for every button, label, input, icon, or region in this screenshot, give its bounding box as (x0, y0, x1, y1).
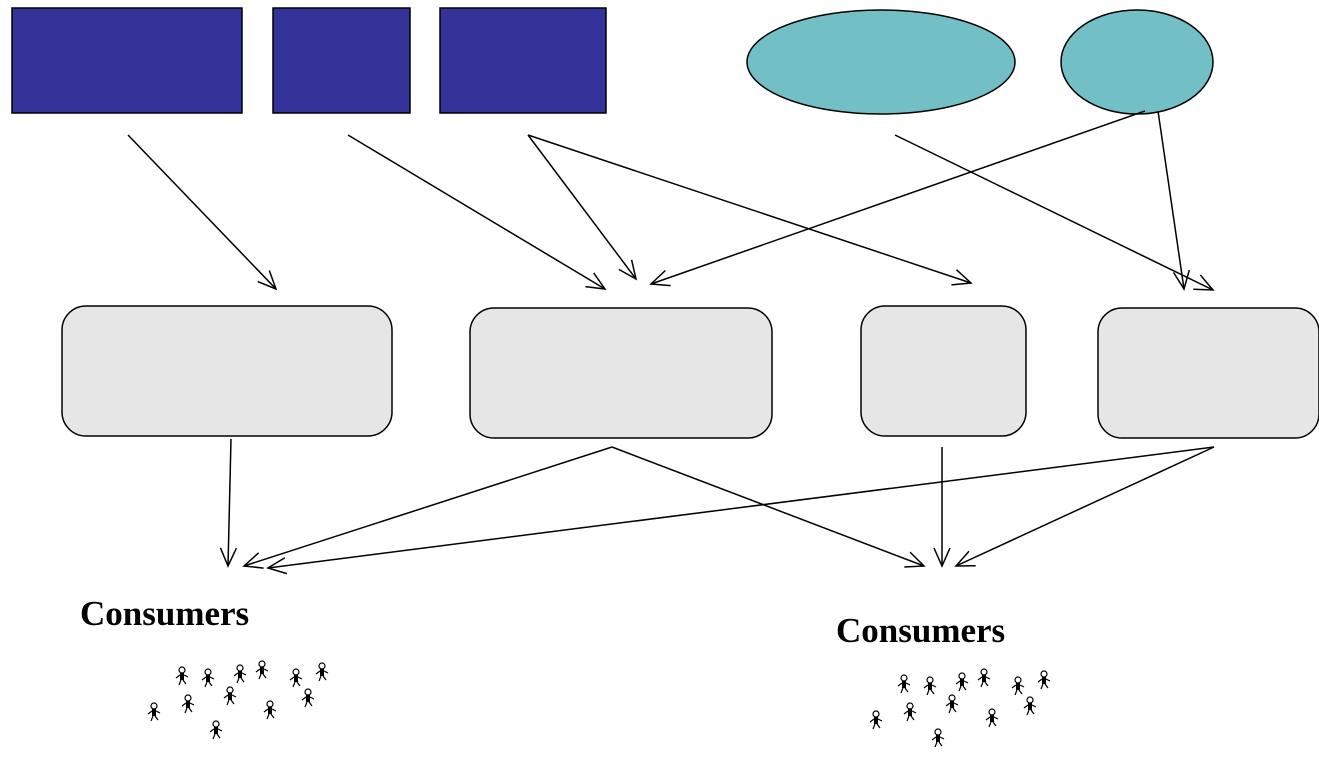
person-figure (985, 708, 999, 728)
consumers-label-left: Consumers (80, 594, 250, 633)
source-rectangle-3 (439, 7, 607, 114)
arrow-rect2-to-box2 (347, 134, 607, 290)
person-figure (945, 694, 959, 714)
source-rectangle-1 (11, 7, 243, 114)
arrow-box4-to-consumers-left (266, 446, 1215, 575)
person-figure (923, 676, 937, 696)
person-figure (1037, 670, 1051, 690)
arrow-box4-to-consumers-right (954, 446, 1215, 567)
person-figure (1023, 696, 1037, 716)
crowd-left-figures (147, 660, 329, 740)
person-figure (223, 686, 237, 706)
intermediary-box-3 (860, 305, 1027, 437)
intermediary-box-4 (1097, 307, 1319, 439)
people-crowd-icon (147, 660, 329, 740)
arrow-rect3-to-box3 (527, 134, 973, 286)
person-figure (977, 668, 991, 688)
arrow-ellipse2-to-box4 (1157, 110, 1191, 291)
person-figure (201, 668, 215, 688)
person-figure (315, 662, 329, 682)
source-ellipse-2 (1060, 9, 1214, 115)
person-figure (147, 702, 161, 722)
crowd-right-figures (869, 668, 1051, 748)
person-figure (903, 702, 917, 722)
person-figure (233, 664, 247, 684)
person-figure (955, 672, 969, 692)
arrow-box2-to-consumers-left (242, 446, 613, 569)
person-figure (209, 720, 223, 740)
person-figure (175, 666, 189, 686)
people-crowd-icon (869, 668, 1051, 748)
person-figure (181, 694, 195, 714)
consumers-label-right: Consumers (836, 611, 1006, 650)
arrow-rect1-to-box1 (127, 134, 278, 291)
person-figure (1011, 676, 1025, 696)
person-figure (301, 688, 315, 708)
arrow-rect3-to-box2 (527, 134, 638, 281)
person-figure (289, 668, 303, 688)
arrow-ellipse2-to-box2 (649, 110, 1146, 287)
arrow-box1-to-consumers-left (219, 438, 238, 568)
arrow-ellipse1-to-box4 (894, 134, 1215, 291)
intermediary-box-1 (61, 305, 393, 437)
intermediary-box-2 (469, 307, 773, 439)
person-figure (869, 710, 883, 730)
source-rectangle-2 (272, 7, 411, 114)
source-ellipse-1 (746, 9, 1016, 115)
person-figure (931, 728, 945, 748)
person-figure (897, 674, 911, 694)
arrow-box2-to-consumers-right (611, 446, 926, 568)
person-figure (255, 660, 269, 680)
person-figure (263, 700, 277, 720)
